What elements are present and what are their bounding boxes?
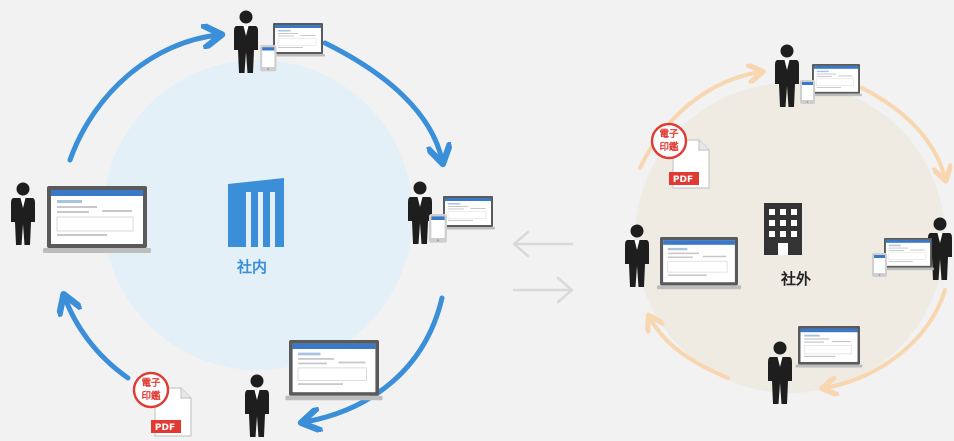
internal-arrow-bottom-left — [65, 298, 131, 381]
external-label: 社外 — [780, 270, 811, 288]
laptop-icon — [809, 63, 863, 97]
tablet-icon — [260, 45, 277, 72]
pdf-label: PDF — [673, 175, 693, 185]
laptop-icon — [656, 236, 742, 290]
building-icon — [228, 178, 284, 247]
external-arrow-top-left — [638, 72, 760, 170]
external-flow-arrows — [638, 72, 947, 388]
tablet-icon — [872, 253, 887, 277]
internal-flow-arrows — [65, 35, 442, 422]
exchange-arrows-icon — [512, 230, 574, 304]
tablet-icon — [429, 214, 447, 243]
stamp-text-line1: 電子 — [141, 377, 161, 389]
external-arrow-bottom-left — [650, 318, 730, 380]
internal-arrow-top-right — [322, 40, 442, 160]
laptop-icon — [881, 237, 935, 271]
laptop-icon — [440, 195, 496, 230]
person-icon — [11, 182, 35, 245]
external-arrow-top-right — [860, 86, 945, 178]
internal-arrow-top-left — [67, 35, 218, 163]
laptop-icon — [795, 325, 863, 368]
person-icon — [245, 374, 269, 437]
external-arrow-bottom-right — [825, 288, 947, 388]
laptop-icon — [284, 339, 384, 401]
stamp-text-line1: 電子 — [659, 128, 679, 140]
laptop-icon — [270, 22, 326, 57]
pdf-label: PDF — [155, 423, 175, 433]
tablet-icon — [800, 80, 815, 104]
laptop-icon — [42, 185, 152, 254]
internal-arrow-bottom-right — [305, 295, 445, 422]
office-building-icon — [764, 203, 802, 255]
stamp-text-line2: 印鑑 — [141, 390, 161, 402]
internal-label: 社内 — [236, 258, 267, 276]
stamp-text-line2: 印鑑 — [659, 141, 679, 153]
